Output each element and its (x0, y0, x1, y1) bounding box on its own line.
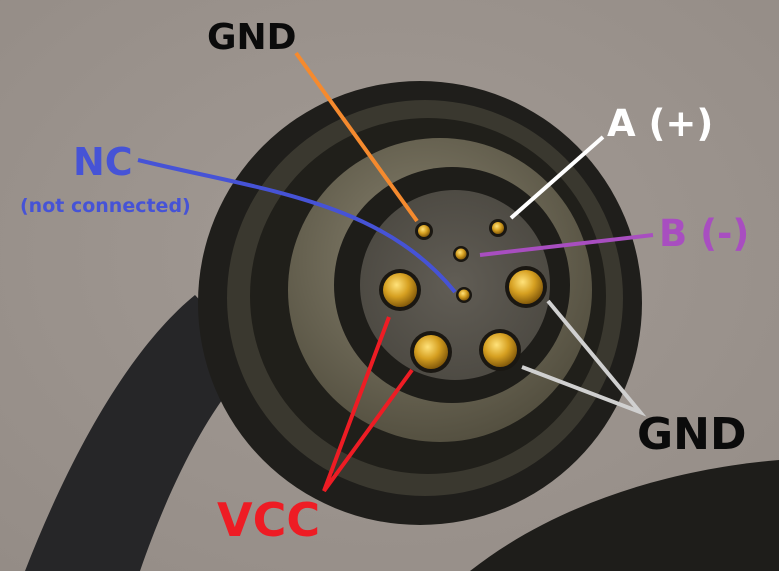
label-gnd-top: GND (207, 17, 297, 58)
leader-nc (137, 158, 457, 294)
leader-a-plus (509, 135, 605, 220)
pin-small-nc (456, 287, 472, 303)
cable-left (25, 295, 255, 571)
pin-small-b-minus (453, 246, 469, 262)
cable-bottom (470, 460, 779, 571)
leader-gnd-right (521, 299, 647, 417)
label-nc: NC (73, 140, 133, 184)
pin-large-gnd-right (505, 266, 547, 308)
leader-b-minus (479, 233, 654, 257)
leader-vcc (322, 316, 414, 493)
pin-large-vcc-left (379, 269, 421, 311)
leader-gnd-top (294, 51, 419, 223)
label-b-minus: B (-) (659, 212, 750, 255)
label-gnd-right: GND (637, 409, 747, 460)
pin-large-gnd-bottom (479, 329, 521, 371)
label-vcc: VCC (217, 493, 321, 547)
label-a-plus: A (+) (607, 102, 714, 145)
label-nc-note: (not connected) (20, 195, 191, 217)
pin-small-gnd (415, 222, 433, 240)
pin-small-a-plus (489, 219, 507, 237)
pin-large-vcc-bottom (410, 331, 452, 373)
